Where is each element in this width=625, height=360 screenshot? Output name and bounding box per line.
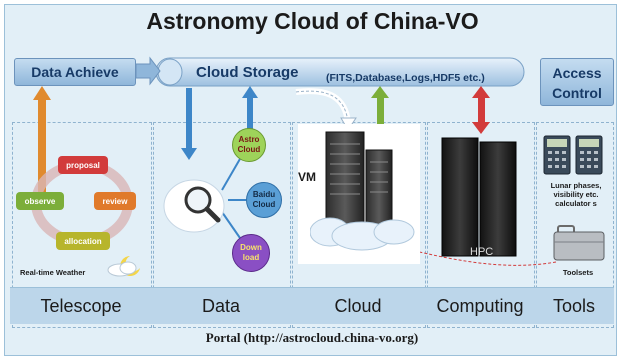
column-label-cloud: Cloud [334, 296, 382, 316]
download-line2: load [242, 253, 260, 262]
astrocloud-to-storage-shaft [247, 96, 253, 132]
tools-note-line3: calculator s [555, 199, 597, 208]
toolset-case-icon [553, 225, 605, 261]
achieve-to-storage-arrow [135, 56, 161, 86]
cloud-region [292, 122, 426, 328]
cloud-storage-subtitle: (FITS,Database,Logs,HDF5 etc.) [326, 68, 485, 86]
data-magnifier-cloud-icon [163, 179, 225, 233]
telescope-region [12, 122, 152, 328]
access-control-box: Access Control [540, 58, 614, 106]
portal-label: Portal (http://astrocloud.china-vo.org) [205, 330, 419, 345]
cycle-allocation: allocation [56, 232, 110, 250]
vm-server-icon [310, 131, 415, 251]
observe-up-shaft [38, 98, 46, 192]
hpc-server-icon [441, 137, 517, 257]
astro-cloud-line1: Astro [238, 135, 260, 144]
cloud-storage-title: Cloud Storage [196, 64, 299, 81]
data-achieve-box: Data Achieve [14, 58, 136, 86]
column-label-telescope: Telescope [40, 296, 122, 316]
vm-label: VM [298, 170, 316, 184]
astro-cloud-line2: Cloud [237, 145, 261, 154]
tools-note-line2: visibility etc. [553, 190, 599, 199]
storage-to-vm-connector [295, 88, 351, 123]
storage-hpc-arrowhead-down [472, 122, 490, 134]
storage-to-data-shaft [186, 88, 192, 150]
cloud-storage-subtitle-text: (FITS,Database,Logs,HDF5 etc.) [326, 72, 485, 84]
diagram-title: Astronomy Cloud of China-VO [146, 8, 479, 34]
storage-to-data-arrowhead [181, 148, 197, 160]
column-label-computing: Computing [436, 296, 524, 316]
weather-label: Real-time Weather [20, 268, 86, 277]
cloud-storage-cylinder [155, 57, 525, 87]
data-region [153, 122, 291, 328]
toolsets-label: Toolsets [562, 268, 594, 277]
storage-hpc-arrowhead-up [472, 86, 490, 98]
cycle-review: review [94, 192, 136, 210]
access-control-line1: Access [552, 65, 602, 81]
baidu-cloud-line1: Baidu [252, 190, 276, 199]
cycle-observe: observe [16, 192, 64, 210]
magnifier-to-download-line [221, 211, 241, 239]
astrocloud-to-storage-arrowhead [242, 86, 258, 98]
observe-up-arrowhead [33, 86, 51, 100]
storage-to-vm-connector-outline [295, 90, 349, 123]
storage-hpc-shaft [478, 96, 485, 124]
storage-cloud-arrowhead-up [371, 86, 389, 98]
column-label-tools: Tools [552, 296, 596, 316]
tools-region [536, 122, 614, 328]
hpc-label: HPC [470, 246, 494, 258]
weather-moon-cloud-icon [107, 256, 140, 277]
column-label-band [10, 287, 614, 324]
tools-note-line1: Lunar phases, [550, 181, 602, 190]
download-line1: Down [240, 243, 262, 252]
baidu-cloud-line2: Cloud [252, 200, 276, 209]
access-control-line2: Control [552, 85, 602, 101]
storage-cloud-shaft [377, 96, 384, 136]
cycle-proposal: proposal [58, 156, 108, 174]
tools-note: Lunar phases, visibility etc. calculator… [540, 181, 612, 208]
calculator-icon [543, 135, 603, 175]
column-label-data: Data [201, 296, 241, 316]
